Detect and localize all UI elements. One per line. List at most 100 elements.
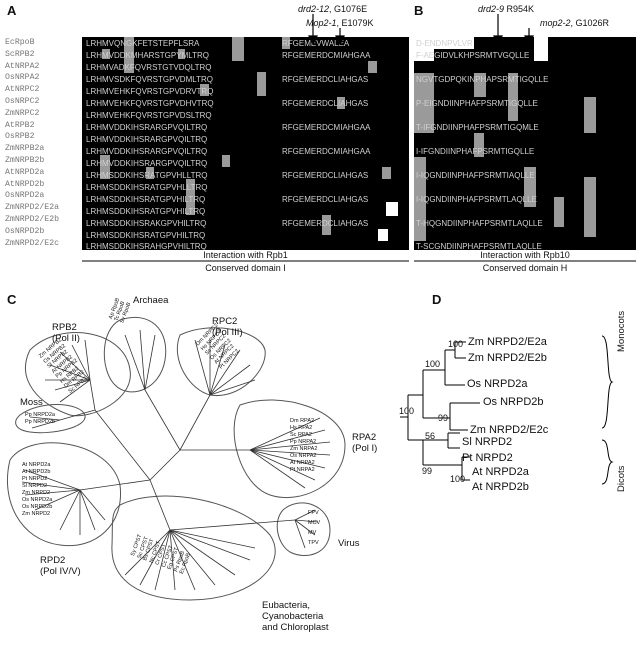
taxon-label: At NRPD2b bbox=[472, 481, 529, 493]
rpd2-label: RPD2(Pol IV/V) bbox=[40, 555, 81, 577]
rpb2-pol: (Pol II) bbox=[52, 333, 80, 344]
mutation-mop2-1-label: Mop2-1, E1079K bbox=[306, 18, 374, 28]
sequence-name: ZmNRPB2a bbox=[5, 144, 45, 154]
leaf-label: Pp NRPA2 bbox=[290, 439, 317, 445]
svg-text:LRHMSDDKIHSRATGPVHILTRQ: LRHMSDDKIHSRATGPVHILTRQ bbox=[86, 231, 205, 240]
svg-text:LRHMVDDKIHSRARGPVQILTRQ: LRHMVDDKIHSRARGPVQILTRQ bbox=[86, 147, 207, 156]
leaf-label: Pt NRPD2 bbox=[22, 476, 48, 482]
virus-label: Virus bbox=[338, 538, 360, 549]
rpa2-pol: (Pol I) bbox=[352, 443, 378, 454]
bootstrap-value: 100 bbox=[425, 359, 441, 369]
mutation-change: E1079K bbox=[341, 18, 374, 28]
svg-text:F-AEGIDVLKHPSRMTVGQLLE: F-AEGIDVLKHPSRMTVGQLLE bbox=[416, 51, 529, 60]
leaf-label: Zm NRPD2 bbox=[22, 490, 51, 496]
svg-text:LRHMVEHKFQVRSTGPVDRVTRQ: LRHMVEHKFQVRSTGPVDRVTRQ bbox=[86, 87, 213, 96]
svg-text:RFGEMERDCLIAHGAS: RFGEMERDCLIAHGAS bbox=[282, 219, 368, 228]
leaf-label: Zm NRPA2 bbox=[290, 446, 318, 452]
eubacteria-line-2: Cyanobacteria bbox=[262, 611, 324, 622]
svg-text:LRHMSDDKIHSRATGPVHLLTRQ: LRHMSDDKIHSRATGPVHLLTRQ bbox=[86, 183, 208, 192]
rpa2-outline bbox=[233, 399, 346, 499]
leaf-label: Dm RPA2 bbox=[290, 418, 315, 424]
leaf-label: MV bbox=[308, 530, 317, 536]
taxon-label: Zm NRPD2/E2a bbox=[468, 336, 547, 348]
rpb2-name: RPB2 bbox=[52, 322, 77, 333]
bootstrap-value: 100 bbox=[399, 406, 415, 416]
interaction-rpb1-label: Interaction with Rpb1 bbox=[203, 250, 288, 260]
mutation-drd2-12-label: drd2-12, G1076E bbox=[298, 4, 368, 14]
virus-outline bbox=[276, 502, 331, 556]
leaf-label: Pp NRPD2b bbox=[25, 419, 55, 425]
panel-b-letter: B bbox=[414, 3, 424, 18]
taxon-label: Sl NRPD2 bbox=[462, 436, 513, 448]
svg-text:LRHMVEHKFQVRSTGPVDSLTRQ: LRHMVEHKFQVRSTGPVDSLTRQ bbox=[86, 111, 212, 120]
leaf-label: Os NRPD2b bbox=[22, 504, 53, 510]
sequence-name: OsNRPA2 bbox=[5, 73, 40, 83]
sequence-name: AtNRPA2 bbox=[5, 61, 40, 71]
mutation-drd2-9-label: drd2-9 R954K bbox=[478, 4, 534, 14]
sequence-name: OsRPB2 bbox=[5, 132, 35, 142]
sequence-name: AtNRPD2b bbox=[5, 179, 45, 189]
monocots-label: Monocots bbox=[616, 310, 627, 352]
svg-text:I-IFGNDIINPHAFPSRMTIGQLLE: I-IFGNDIINPHAFPSRMTIGQLLE bbox=[416, 147, 534, 156]
mutation-mop2-2-label: mop2-2, G1026R bbox=[540, 18, 610, 28]
svg-text:I-IQGNDIINPHAFPSRMTIAQLLE: I-IQGNDIINPHAFPSRMTIAQLLE bbox=[416, 171, 535, 180]
rpd2-pol: (Pol IV/V) bbox=[40, 566, 81, 577]
rpb2-outline bbox=[25, 332, 131, 417]
rpc2-label: RPC2(Pol III) bbox=[212, 316, 243, 338]
bootstrap-value: 56 bbox=[425, 431, 436, 441]
svg-text:RFGEMERDCMIAHGAA: RFGEMERDCMIAHGAA bbox=[282, 123, 371, 132]
leaf-label: Zm NRPD2 bbox=[22, 511, 51, 517]
rpd2-name: RPD2 bbox=[40, 555, 66, 566]
moss-label: Moss bbox=[20, 397, 43, 408]
svg-text:LRHMVEHKFQVRSTGPVDHVTRQ: LRHMVEHKFQVRSTGPVDHVTRQ bbox=[86, 99, 214, 108]
leaf-label: TPV bbox=[308, 540, 319, 546]
svg-text:LRHMSDDKIHSRATGPVHILTRQ: LRHMSDDKIHSRATGPVHILTRQ bbox=[86, 207, 205, 216]
alignment-b-shading: D-ENDNPVLVR F-AEGIDVLKHPSRMTVGQLLE NGVTG… bbox=[414, 37, 596, 250]
svg-text:LRHMVDDKMHARSTGPYMLTRQ: LRHMVDDKMHARSTGPYMLTRQ bbox=[86, 51, 209, 60]
sequence-name: ZmNRPC2 bbox=[5, 108, 40, 118]
monocot-dicot-tree bbox=[400, 335, 614, 485]
conserved-domain-i-label: Conserved domain I bbox=[205, 263, 286, 273]
eubacteria-line-1: Eubacteria, bbox=[262, 600, 311, 611]
leaf-label: Pp NRPD2a bbox=[25, 412, 55, 418]
svg-text:T-SCGNDIINPHAFPSRMTLAQLLE: T-SCGNDIINPHAFPSRMTLAQLLE bbox=[416, 242, 542, 250]
mutation-change: R954K bbox=[506, 4, 535, 14]
mutation-gene: Mop2-1 bbox=[306, 18, 337, 28]
sequence-name: ZmNRPD2/E2b bbox=[5, 214, 60, 224]
leaf-label: MCV bbox=[308, 520, 321, 526]
sequence-name: ZmNRPD2/E2c bbox=[5, 238, 60, 248]
taxon-label: Pt NRPD2 bbox=[462, 452, 513, 464]
leaf-label: FPV bbox=[308, 510, 319, 516]
svg-text:LRHMSDDKIHSRAHGPVHILTRQ: LRHMSDDKIHSRAHGPVHILTRQ bbox=[86, 242, 207, 250]
svg-text:LRHMVDDKIHSRARGPVQILTRQ: LRHMVDDKIHSRARGPVQILTRQ bbox=[86, 135, 207, 144]
leaf-label: Sc RPA2 bbox=[290, 432, 312, 438]
svg-text:D-ENDNPVLVR: D-ENDNPVLVR bbox=[416, 39, 473, 48]
svg-text:T-HQGNDIINPHAFPSRMTLAQLLE: T-HQGNDIINPHAFPSRMTLAQLLE bbox=[416, 219, 543, 228]
moss-outline bbox=[15, 404, 86, 434]
rpc2-pol: (Pol III) bbox=[212, 327, 243, 338]
leaf-label: At NRPA2 bbox=[290, 460, 315, 466]
alignment-block-a: LRHMVQNGKFETSTEPFLSRA LRHMVDDKMHARSTGPYM… bbox=[82, 37, 409, 250]
mutation-gene: drd2-9 bbox=[478, 4, 505, 14]
bootstrap-value: 100 bbox=[448, 339, 464, 349]
svg-text:LRHMSDDKIHSRATGPVHILTRQ: LRHMSDDKIHSRATGPVHILTRQ bbox=[86, 195, 205, 204]
sequence-name: EcRpoB bbox=[5, 38, 35, 47]
mutation-change: G1026R bbox=[575, 18, 610, 28]
bootstrap-value: 100 bbox=[450, 474, 466, 484]
mutation-change: G1076E bbox=[334, 4, 368, 14]
svg-text:RFGEMERDCMIAHGAA: RFGEMERDCMIAHGAA bbox=[282, 147, 371, 156]
archaea-label: Archaea bbox=[133, 295, 169, 306]
taxon-label: Os NRPD2a bbox=[467, 378, 528, 390]
sequence-name: OsNRPC2 bbox=[5, 96, 40, 106]
taxon-label: Os NRPD2b bbox=[483, 396, 544, 408]
rpd2-outline bbox=[6, 442, 122, 547]
leaf-label: Hs RPA2 bbox=[290, 425, 313, 431]
taxon-label: Zm NRPD2/E2c bbox=[470, 424, 549, 436]
rpa2-label: RPA2(Pol I) bbox=[352, 432, 377, 454]
virus-leaves: FPV MCV MV TPV bbox=[308, 508, 320, 548]
mutation-gene: drd2-12 bbox=[298, 4, 330, 14]
